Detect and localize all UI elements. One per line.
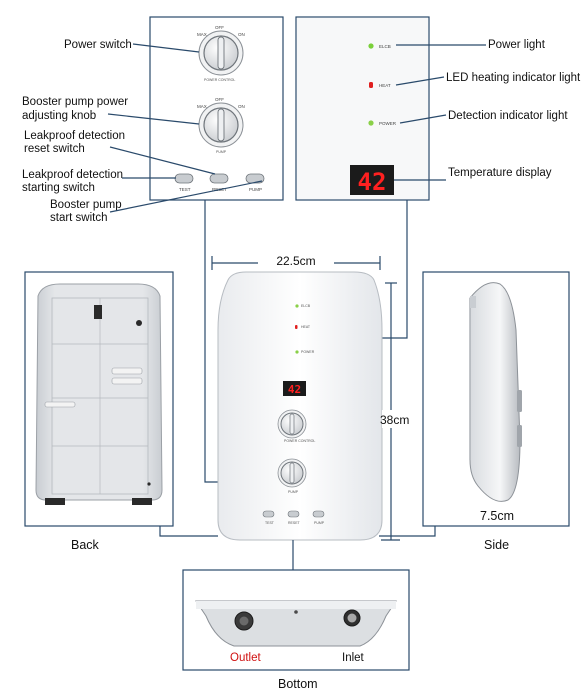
label-power-switch: Power switch [64, 39, 132, 51]
leader-detection-light [399, 114, 447, 124]
elcb-led [368, 43, 374, 49]
knob2-off: OFF [215, 97, 224, 102]
back-caption: Back [71, 538, 100, 552]
height-label: 38cm [380, 413, 409, 427]
front-body [217, 271, 383, 541]
knob1-off: OFF [215, 25, 224, 30]
knob1-on: ON [238, 32, 245, 37]
label-detection-light: Detection indicator light [448, 110, 568, 122]
front-view: ELCB HEAT POWER 42 POWER CONTROL PUMP TE… [217, 271, 383, 541]
power-led [368, 120, 374, 126]
power-label: POWER [379, 121, 397, 126]
label-booster-knob-1: Booster pump power [22, 96, 128, 108]
knob2-max: MAX [197, 104, 207, 109]
dimension-height: 38cm [380, 282, 420, 541]
bottom-view [182, 569, 410, 671]
front-heat: HEAT [301, 325, 311, 329]
pump-knob: MAX OFF ON PUMP [197, 97, 245, 154]
front-test: TEST [265, 521, 275, 525]
label-temperature-display: Temperature display [448, 167, 552, 179]
side-caption: Side [484, 538, 509, 552]
outlet-label: Outlet [230, 652, 261, 664]
power-control-knob: MAX OFF ON POWER CONTROL [197, 25, 245, 82]
label-leak-start-2: starting switch [22, 182, 95, 194]
front-knob1-caption: POWER CONTROL [284, 439, 315, 443]
label-leak-start-1: Leakproof detection [22, 169, 123, 181]
knob2-on: ON [238, 104, 245, 109]
right-callouts: Power light LED heating indicator light … [394, 39, 581, 181]
label-booster-start-1: Booster pump [50, 199, 122, 211]
front-pump: PUMP [314, 521, 325, 525]
elcb-label: ELCB [379, 44, 391, 49]
leader-booster-start [109, 180, 263, 213]
leader-booster-knob [107, 113, 200, 125]
back-view [24, 271, 174, 527]
knob1-caption: POWER CONTROL [204, 78, 235, 82]
label-led-heating: LED heating indicator light [446, 72, 581, 84]
heat-led [369, 82, 373, 88]
depth-label: 7.5cm [480, 509, 514, 523]
front-reset: RESET [288, 521, 301, 525]
pump-button-label: PUMP [249, 187, 262, 192]
knob2-caption: PUMP [216, 150, 227, 154]
side-view [422, 271, 570, 527]
leader-leak-reset [109, 146, 216, 175]
temperature-display [350, 165, 394, 195]
bottom-caption: Bottom [278, 677, 318, 691]
dimension-width: 22.5cm [211, 253, 381, 270]
width-label: 22.5cm [276, 254, 315, 268]
display-digits: 42 [358, 168, 387, 196]
connector-back [159, 526, 218, 537]
front-display [283, 381, 306, 396]
knob1-max: MAX [197, 32, 207, 37]
control-panel-zoom: MAX OFF ON POWER CONTROL MAX OFF ON PUMP… [149, 16, 284, 201]
leader-led-heating [395, 76, 445, 86]
label-booster-knob-2: adjusting knob [22, 110, 96, 122]
label-booster-start-2: start switch [50, 212, 108, 224]
label-power-light: Power light [488, 39, 546, 51]
leader-power-switch [132, 43, 200, 53]
label-leak-reset-1: Leakproof detection [24, 130, 125, 142]
test-button-label: TEST [179, 187, 191, 192]
indicator-panel-zoom: ELCB HEAT POWER 42 [295, 16, 430, 201]
left-callouts: Power switch Booster pump power adjustin… [22, 39, 263, 224]
connector-side [379, 526, 436, 537]
front-elcb: ELCB [301, 304, 311, 308]
heat-label: HEAT [379, 83, 391, 88]
front-power: POWER [301, 350, 315, 354]
label-leak-reset-2: reset switch [24, 143, 85, 155]
front-display-digits: 42 [288, 383, 301, 396]
inlet-label: Inlet [342, 652, 365, 664]
front-knob2-caption: PUMP [288, 490, 299, 494]
